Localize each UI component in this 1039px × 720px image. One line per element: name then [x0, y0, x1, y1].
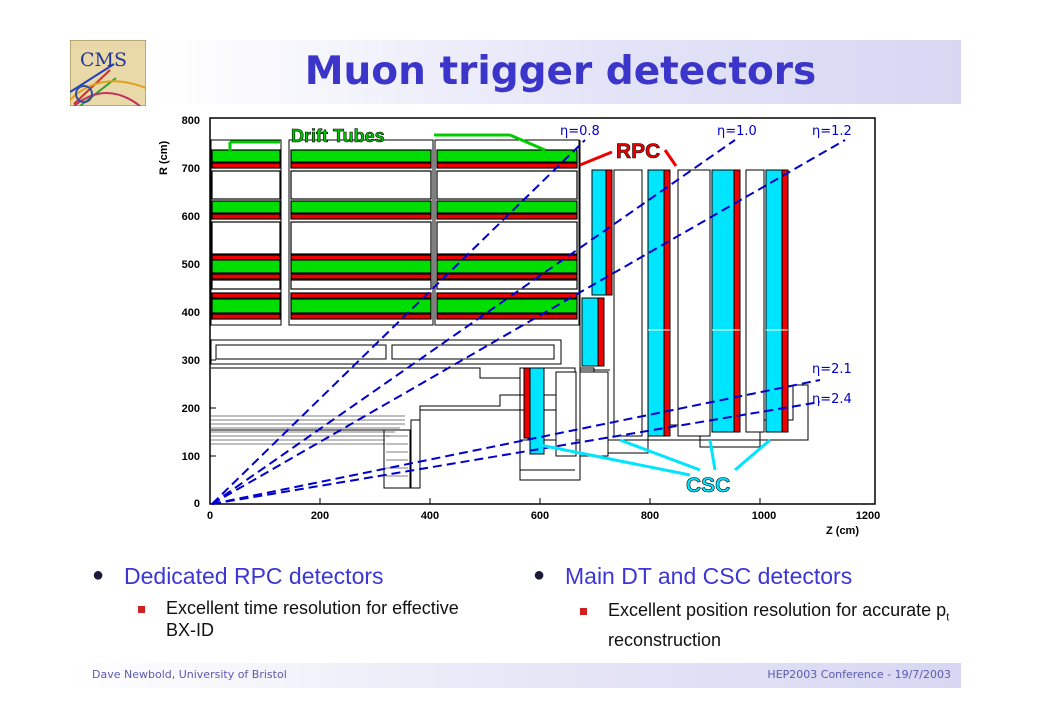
page-title: Muon trigger detectors	[304, 49, 817, 94]
logo-text: CMS	[80, 49, 127, 71]
bullet-rpc-heading: Dedicated RPC detectors	[92, 563, 383, 590]
footer-author: Dave Newbold, University of Bristol	[92, 668, 287, 681]
x-tick: 200	[311, 510, 329, 522]
x-tick: 1000	[752, 510, 776, 522]
y-tick: 500	[182, 259, 200, 271]
detector-diagram: R (cm) 0 100 200 300 400 500 600 700 800…	[158, 115, 880, 537]
bullet-dt-csc-sub: Excellent position resolution for accura…	[580, 599, 958, 651]
cms-logo: CMS	[70, 40, 146, 106]
eta-label-2.4: η=2.4	[812, 392, 852, 407]
footer-conference: HEP2003 Conference - 19/7/2003	[767, 668, 951, 681]
y-tick: 700	[182, 163, 200, 175]
bullet-dt-csc-heading: Main DT and CSC detectors	[533, 563, 852, 590]
y-tick: 600	[182, 211, 200, 223]
bullet-rpc-sub: Excellent time resolution for effective …	[138, 597, 486, 641]
eta-label-0.8: η=0.8	[560, 124, 600, 139]
eta-label-1.2: η=1.2	[812, 124, 852, 139]
x-tick: 400	[421, 510, 439, 522]
x-tick: 0	[207, 510, 213, 522]
y-tick: 200	[182, 403, 200, 415]
title-bar: Muon trigger detectors	[160, 40, 961, 104]
eta-label-1.0: η=1.0	[717, 124, 757, 139]
barrel-wheels	[211, 149, 578, 320]
x-tick: 600	[531, 510, 549, 522]
x-tick: 800	[641, 510, 659, 522]
label-rpc: RPC	[616, 140, 660, 163]
eta-label-2.1: η=2.1	[812, 362, 852, 377]
footer-bar: Dave Newbold, University of Bristol HEP2…	[68, 663, 961, 688]
x-tick: 1200	[856, 510, 880, 522]
eta-lines	[211, 139, 846, 505]
endcap-disks	[523, 169, 789, 457]
y-axis-label: R (cm)	[158, 140, 170, 175]
y-tick: 800	[182, 115, 200, 127]
bullet-sub-text-end: reconstruction	[608, 629, 722, 650]
y-tick: 300	[182, 355, 200, 367]
x-axis-label: Z (cm)	[826, 525, 859, 537]
y-tick: 400	[182, 307, 200, 319]
subscript-t: t	[946, 611, 950, 624]
label-csc: CSC	[686, 474, 730, 497]
y-tick: 0	[194, 498, 200, 510]
y-tick: 100	[182, 451, 200, 463]
label-drift-tubes: Drift Tubes	[291, 126, 385, 146]
bullet-sub-text: Excellent position resolution for accura…	[608, 600, 947, 620]
